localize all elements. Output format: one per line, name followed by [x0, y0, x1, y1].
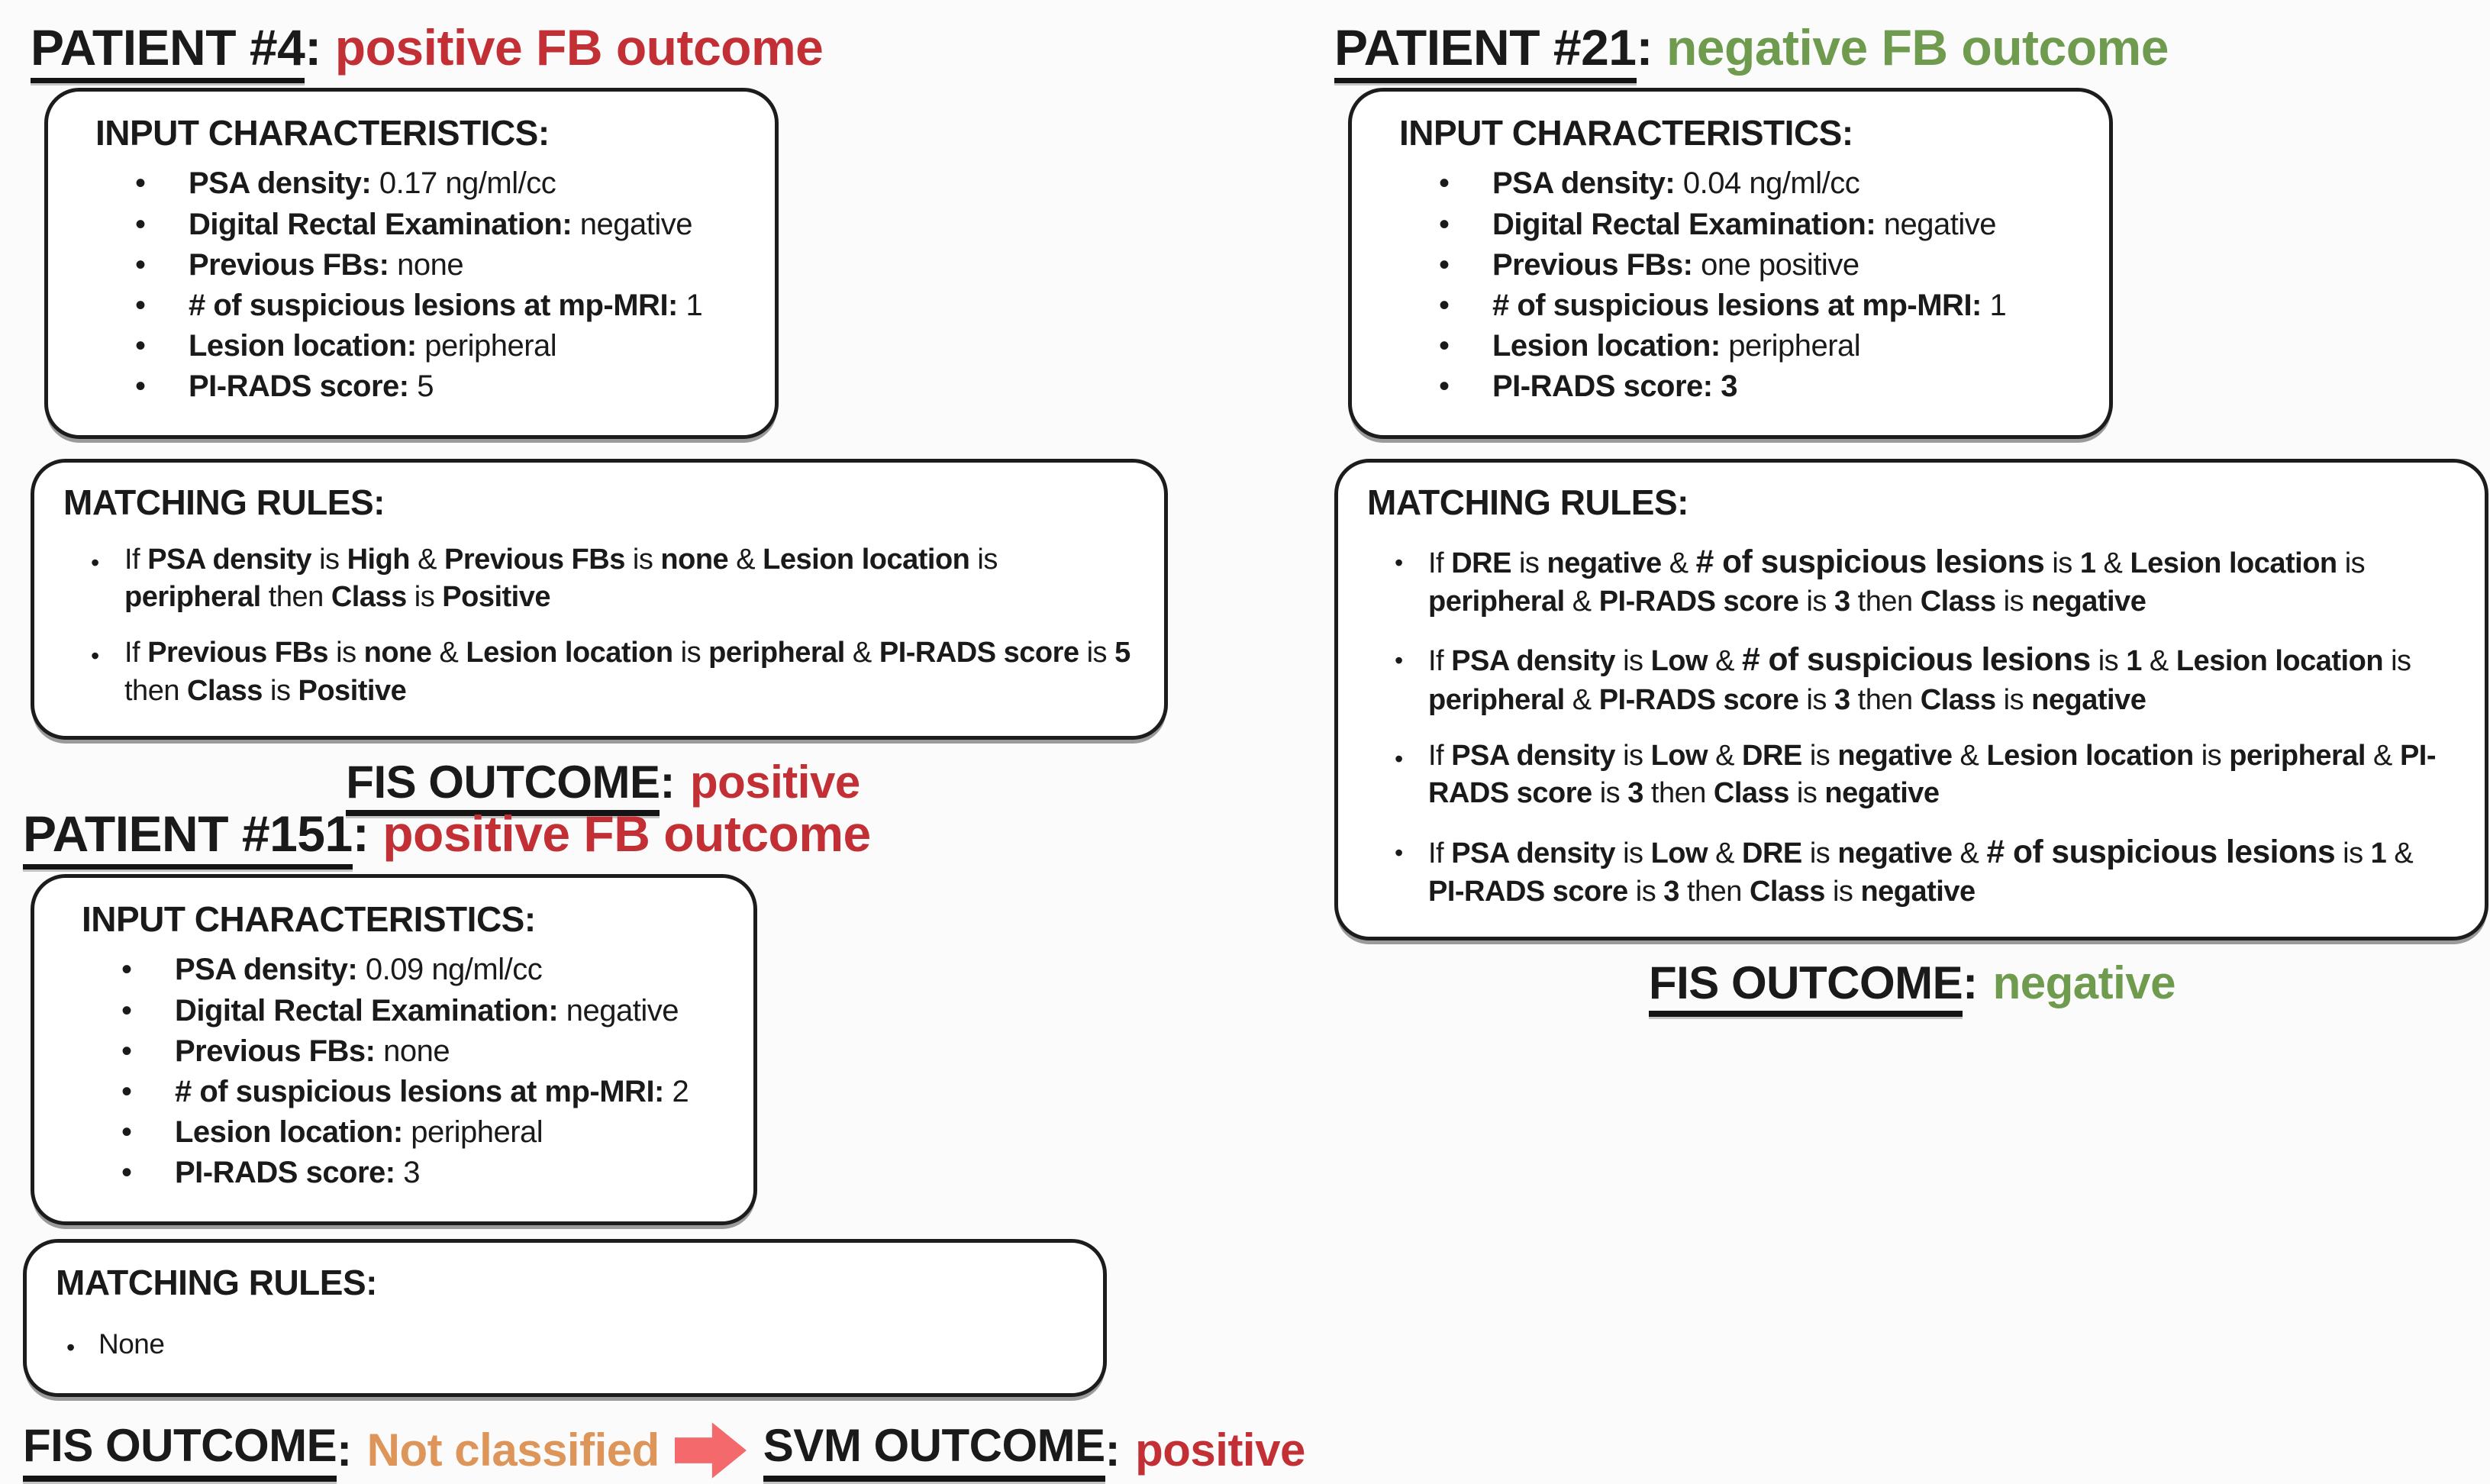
svm-outcome-label: SVM OUTCOME: [763, 1418, 1105, 1482]
input-item: Lesion location: peripheral: [1399, 326, 2079, 366]
input-item: PI-RADS score: 3: [82, 1153, 723, 1193]
right-arrow-icon: [674, 1421, 747, 1479]
patient-151-rules-box: MATCHING RULES: None: [23, 1238, 1107, 1397]
matching-rules-list: None: [56, 1326, 1071, 1364]
input-characteristics-title: INPUT CHARACTERISTICS:: [82, 898, 536, 939]
input-item: Previous FBs: one positive: [1399, 245, 2079, 286]
patient-151-outcome-row: FIS OUTCOME: Not classified SVM OUTCOME: p…: [23, 1417, 1305, 1484]
patient-21-rules-box: MATCHING RULES: If DRE is negative & # o…: [1334, 458, 2488, 941]
patient-151-title: PATIENT #151: [23, 805, 353, 869]
patient-151-fb-outcome: positive FB outcome: [382, 805, 871, 862]
input-item: PSA density: 0.09 ng/ml/cc: [82, 950, 723, 990]
patient-151-section: PATIENT #151:positive FB outcome INPUT C…: [23, 805, 1305, 1484]
patient-4-section: PATIENT #4:positive FB outcome INPUT CHA…: [31, 19, 1176, 817]
input-item: Digital Rectal Examination: negative: [95, 205, 744, 245]
matching-rules-list: If PSA density is High & Previous FBs is…: [63, 541, 1132, 711]
input-item: # of suspicious lesions at mp-MRI: 1: [95, 286, 744, 326]
input-item: # of suspicious lesions at mp-MRI: 1: [1399, 286, 2079, 326]
patient-21-fb-outcome: negative FB outcome: [1666, 19, 2169, 76]
input-characteristics-list: PSA density: 0.04 ng/ml/ccDigital Rectal…: [1399, 163, 2079, 407]
patient-21-colon: :: [1636, 19, 1653, 76]
patient-21-header: PATIENT #21:negative FB outcome: [1334, 19, 2490, 83]
patient-4-fis-row: FIS OUTCOME: positive: [31, 755, 1176, 817]
patient-21-input-box: INPUT CHARACTERISTICS: PSA density: 0.04…: [1348, 87, 2113, 439]
input-item: PI-RADS score: 5: [95, 366, 744, 407]
svm-outcome-value: positive: [1135, 1424, 1305, 1476]
matching-rules-title: MATCHING RULES:: [1367, 482, 1688, 522]
fis-outcome-label: FIS OUTCOME: [23, 1418, 337, 1482]
patient-4-title: PATIENT #4: [31, 19, 305, 83]
input-item: Previous FBs: none: [82, 1031, 723, 1072]
fis-outcome-label: FIS OUTCOME: [346, 757, 660, 817]
input-characteristics-list: PSA density: 0.17 ng/ml/ccDigital Rectal…: [95, 163, 744, 407]
input-item: PI-RADS score: 3: [1399, 366, 2079, 407]
input-item: Lesion location: peripheral: [82, 1112, 723, 1153]
input-characteristics-title: INPUT CHARACTERISTICS:: [1399, 112, 1853, 153]
input-item: Previous FBs: none: [95, 245, 744, 286]
patient-4-colon: :: [305, 19, 321, 76]
fis-outcome-colon: :: [337, 1424, 352, 1476]
patient-21-fis-row: FIS OUTCOME: negative: [1334, 956, 2490, 1018]
fis-outcome-label: FIS OUTCOME: [1648, 957, 1963, 1018]
svm-outcome-colon: :: [1105, 1424, 1121, 1476]
matching-rules-title: MATCHING RULES:: [56, 1262, 377, 1302]
patient-4-rules-box: MATCHING RULES: If PSA density is High &…: [31, 458, 1168, 740]
input-characteristics-title: INPUT CHARACTERISTICS:: [95, 112, 550, 153]
matching-rules-list: If DRE is negative & # of suspicious les…: [1367, 541, 2453, 911]
patient-4-input-box: INPUT CHARACTERISTICS: PSA density: 0.17…: [44, 87, 779, 439]
patient-151-colon: :: [352, 805, 369, 862]
rule-item: If PSA density is Low & DRE is negative …: [1367, 737, 2453, 813]
patient-4-header: PATIENT #4:positive FB outcome: [31, 19, 1176, 83]
patient-151-input-box: INPUT CHARACTERISTICS: PSA density: 0.09…: [31, 873, 757, 1225]
input-item: PSA density: 0.17 ng/ml/cc: [95, 163, 744, 204]
input-item: # of suspicious lesions at mp-MRI: 2: [82, 1072, 723, 1112]
rule-item: If PSA density is Low & # of suspicious …: [1367, 639, 2453, 719]
patient-21-title: PATIENT #21: [1334, 19, 1637, 83]
input-characteristics-list: PSA density: 0.09 ng/ml/ccDigital Rectal…: [82, 950, 723, 1193]
matching-rules-title: MATCHING RULES:: [63, 482, 385, 522]
rule-item: None: [56, 1326, 1071, 1364]
patient-21-section: PATIENT #21:negative FB outcome INPUT CH…: [1334, 19, 2490, 1018]
rule-item: If DRE is negative & # of suspicious les…: [1367, 541, 2453, 621]
patient-151-header: PATIENT #151:positive FB outcome: [23, 805, 1153, 869]
fis-outcome-value: positive: [689, 757, 860, 808]
fis-outcome-value: negative: [1992, 957, 2176, 1009]
rule-item: If PSA density is Low & DRE is negative …: [1367, 831, 2453, 911]
input-item: Digital Rectal Examination: negative: [82, 991, 723, 1031]
input-item: PSA density: 0.04 ng/ml/cc: [1399, 163, 2079, 204]
rule-item: If Previous FBs is none & Lesion locatio…: [63, 634, 1132, 710]
input-item: Lesion location: peripheral: [95, 326, 744, 366]
fis-outcome-colon: :: [1963, 957, 1978, 1009]
input-item: Digital Rectal Examination: negative: [1399, 205, 2079, 245]
rule-item: If PSA density is High & Previous FBs is…: [63, 541, 1132, 617]
fis-outcome-colon: :: [660, 757, 675, 808]
fis-outcome-value: Not classified: [366, 1424, 660, 1476]
patient-4-fb-outcome: positive FB outcome: [334, 19, 824, 76]
